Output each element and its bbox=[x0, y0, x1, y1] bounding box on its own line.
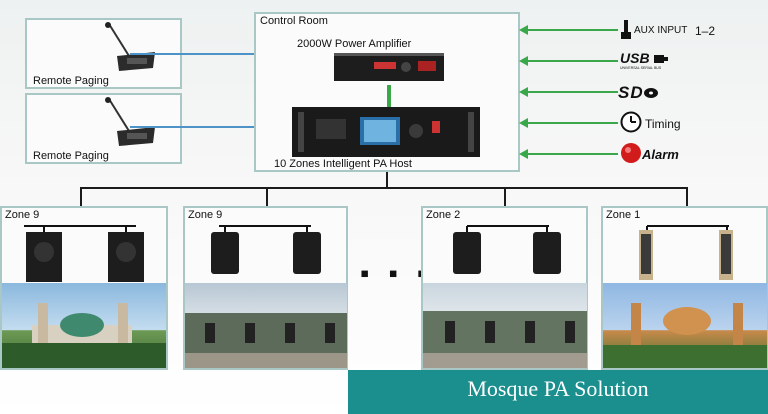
aux-input-suffix: 1–2 bbox=[695, 24, 716, 38]
aux-input-label: AUX INPUT bbox=[634, 25, 688, 36]
power-amplifier-device bbox=[334, 53, 444, 81]
mosque-illustration bbox=[423, 311, 587, 368]
input-line-aux bbox=[526, 29, 618, 31]
mosque-illustration bbox=[185, 313, 347, 368]
paging-microphone-icon bbox=[105, 97, 155, 146]
arrow-timing bbox=[519, 118, 528, 128]
aux-input-icon bbox=[621, 20, 631, 39]
wall-speaker-icon bbox=[211, 225, 321, 274]
mosque-photo bbox=[2, 283, 166, 368]
amp-host-link bbox=[387, 85, 391, 107]
zone-label: Zone 9 bbox=[5, 209, 40, 221]
remote-paging-box-2: Remote Paging bbox=[25, 93, 182, 164]
zone-label: Zone 9 bbox=[188, 209, 223, 221]
input-line-sd bbox=[526, 91, 618, 93]
alarm-label: Alarm bbox=[642, 147, 679, 162]
distribution-bus-line bbox=[80, 187, 688, 189]
zone-label: Zone 2 bbox=[426, 209, 461, 221]
input-line-timing bbox=[526, 122, 618, 124]
zone-drop-1 bbox=[80, 187, 82, 207]
mosque-photo bbox=[423, 283, 587, 368]
mosque-illustration bbox=[2, 303, 166, 368]
sd-card-icon: SD bbox=[618, 83, 644, 102]
box-speaker-icon bbox=[24, 225, 144, 282]
zone-box: Zone 2 bbox=[421, 206, 588, 370]
zone-box: Zone 1 bbox=[601, 206, 768, 370]
wall-speaker-icon bbox=[453, 225, 561, 274]
zone-drop-2 bbox=[266, 187, 268, 207]
usb-sublabel: UNIVERSAL SERIAL BUS bbox=[620, 66, 662, 70]
control-room-title: Control Room bbox=[260, 15, 328, 27]
input-aux: AUX INPUT 1–2 bbox=[618, 20, 768, 42]
input-line-alarm bbox=[526, 153, 618, 155]
input-line-usb bbox=[526, 60, 618, 62]
sd-disc-icon bbox=[644, 88, 658, 98]
paging-link-line-1 bbox=[130, 53, 255, 55]
zone-label: Zone 1 bbox=[606, 209, 641, 221]
arrow-sd bbox=[519, 87, 528, 97]
arrow-alarm bbox=[519, 149, 528, 159]
amplifier-label: 2000W Power Amplifier bbox=[297, 38, 412, 50]
host-label: 10 Zones Intelligent PA Host bbox=[274, 158, 412, 170]
input-sd: SD bbox=[618, 83, 668, 103]
zone-box: Zone 9 bbox=[0, 206, 168, 370]
pa-host-device bbox=[292, 107, 480, 157]
host-trunk-line bbox=[386, 172, 388, 188]
arrow-usb bbox=[519, 56, 528, 66]
paging-microphone-icon bbox=[105, 22, 155, 71]
zone-drop-3 bbox=[504, 187, 506, 207]
mosque-photo bbox=[185, 283, 347, 368]
more-zones-ellipsis: ▪ ▪ ▪ bbox=[360, 258, 433, 288]
footer-banner: Mosque PA Solution bbox=[348, 370, 768, 414]
input-alarm: Alarm bbox=[620, 142, 710, 166]
usb-icon bbox=[654, 55, 668, 63]
zone-box: Zone 9 bbox=[183, 206, 348, 370]
remote-paging-label: Remote Paging bbox=[33, 75, 109, 87]
alarm-icon bbox=[621, 143, 641, 163]
zone-drop-4 bbox=[686, 187, 688, 207]
input-timing: Timing bbox=[620, 111, 710, 135]
mosque-photo bbox=[603, 283, 767, 368]
arrow-aux bbox=[519, 25, 528, 35]
column-speaker-icon bbox=[639, 225, 733, 280]
input-usb: USB UNIVERSAL SERIAL BUS bbox=[620, 50, 690, 72]
remote-paging-label: Remote Paging bbox=[33, 150, 109, 162]
control-room-box: Control Room 2000W Power Amplifier 10 Zo… bbox=[254, 12, 520, 172]
mosque-illustration bbox=[603, 303, 767, 368]
usb-label: USB bbox=[620, 50, 650, 66]
footer-title: Mosque PA Solution bbox=[467, 376, 649, 401]
timing-label: Timing bbox=[645, 117, 681, 131]
clock-icon bbox=[620, 111, 642, 133]
paging-link-line-2 bbox=[130, 126, 255, 128]
